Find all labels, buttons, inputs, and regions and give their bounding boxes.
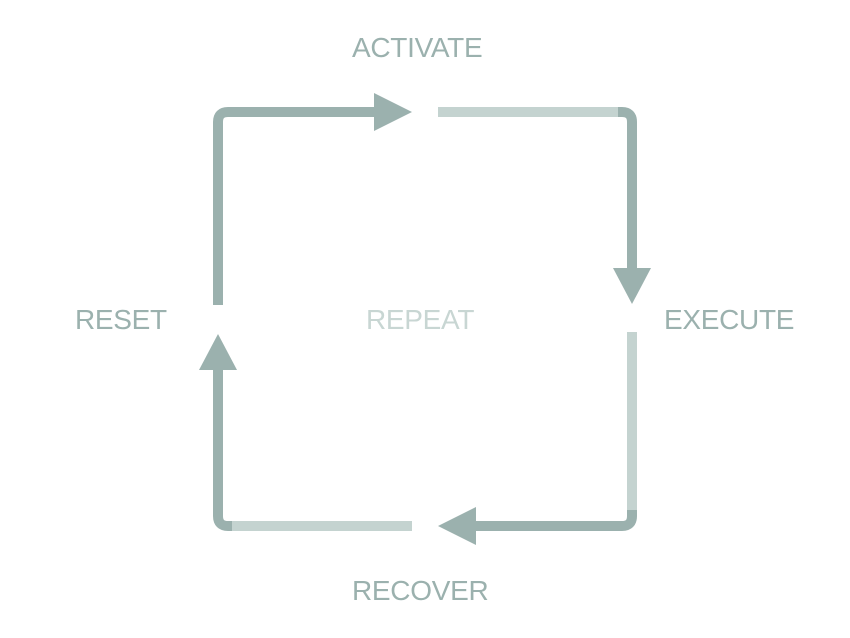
arrow-left-icon <box>438 507 476 545</box>
left-bottom-dark-segment <box>213 368 233 531</box>
stage-label-activate: ACTIVATE <box>352 32 483 63</box>
stage-label-reset: RESET <box>75 304 167 335</box>
arrow-down-icon <box>613 268 651 304</box>
arrow-up-icon <box>199 334 237 370</box>
stage-label-execute: EXECUTE <box>664 304 795 335</box>
center-label-repeat: REPEAT <box>366 304 475 335</box>
bottom-right-dark-segment <box>470 510 637 531</box>
arrow-right-icon <box>374 93 412 131</box>
right-top-dark-segment <box>617 107 637 270</box>
stage-label-recover: RECOVER <box>352 575 489 606</box>
top-left-dark-segment <box>213 107 380 305</box>
